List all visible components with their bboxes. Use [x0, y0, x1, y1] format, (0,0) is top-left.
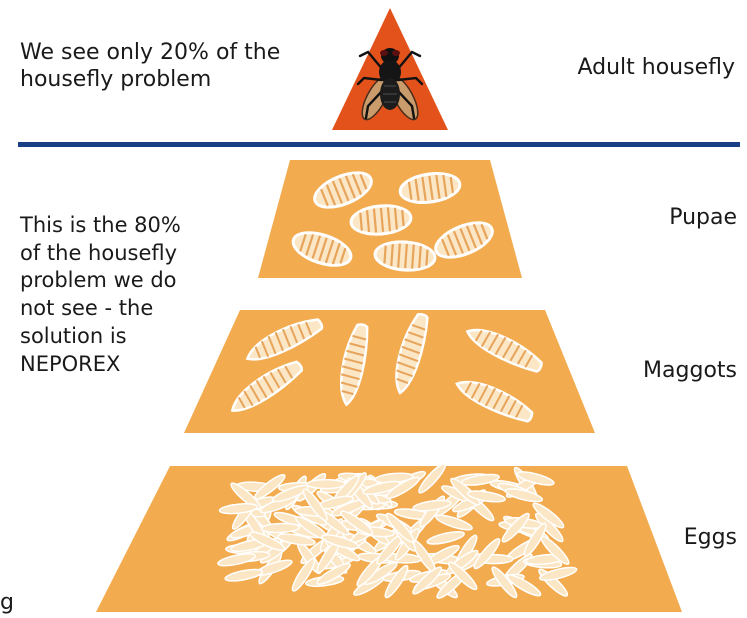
side-note: This is the 80% of the housefly problem … [20, 213, 181, 376]
housefly-icon [356, 48, 424, 121]
eggs-label: Eggs [683, 525, 737, 550]
adult-housefly-label: Adult housefly [577, 55, 735, 80]
maggots-label: Maggots [643, 358, 737, 383]
pupae-label: Pupae [669, 205, 737, 230]
egg-icon [306, 478, 346, 490]
surface-divider [18, 142, 740, 147]
top-note: We see only 20% of the housefly problem [20, 40, 281, 92]
stray-text: g [0, 590, 14, 615]
